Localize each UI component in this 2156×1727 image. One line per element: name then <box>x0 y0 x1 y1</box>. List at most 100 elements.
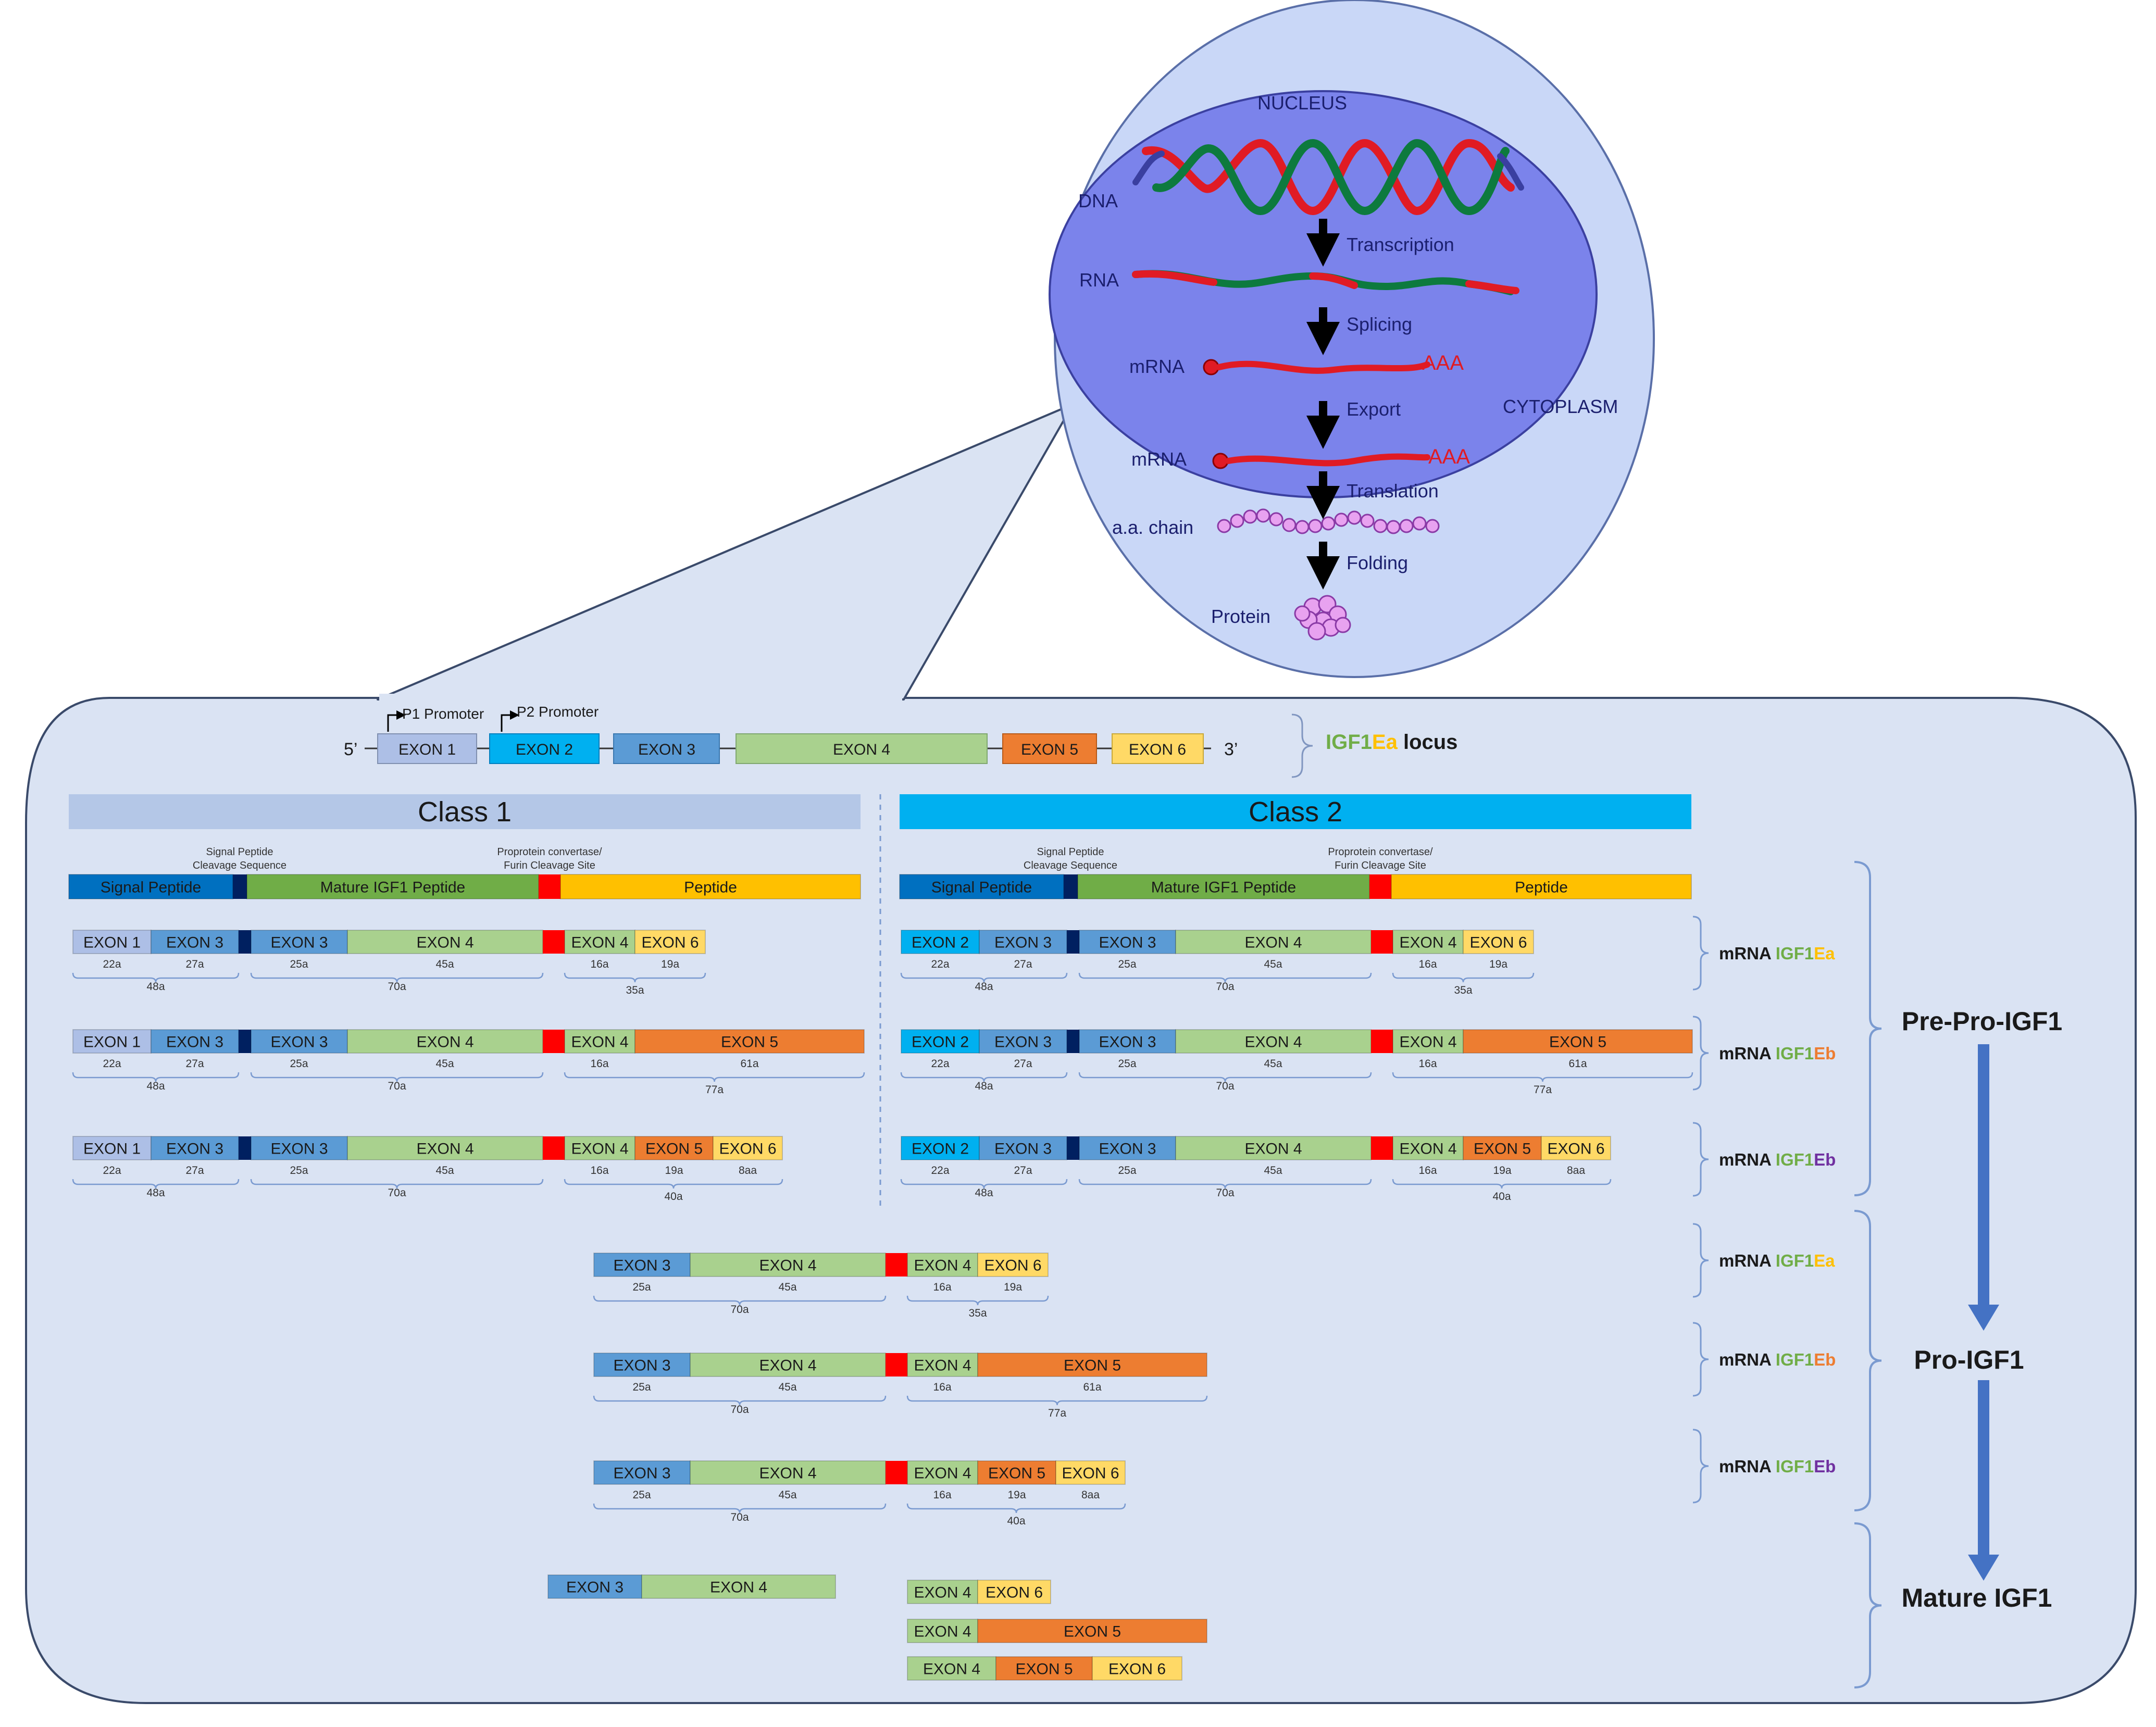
pro-row-2-brace-mature <box>593 1395 887 1406</box>
class2-row-1-exon3a <box>979 930 1067 954</box>
mature-tail-ec-exon6 <box>1092 1656 1182 1681</box>
mrna-label-5: mRNA IGF1Eb <box>1719 1350 1836 1369</box>
class1-row-3-exon3b-label: EXON 3 <box>270 1141 328 1158</box>
class1-signal-cleavage-note-1: Signal Peptide <box>206 846 273 858</box>
pro-row-1-size-exon3: 25a <box>632 1281 651 1293</box>
class1-row-1-total-signal: 48a <box>146 981 165 993</box>
class2-row-2-tail-0 <box>1463 1029 1693 1054</box>
class1-signal-cleavage-mark <box>233 874 247 899</box>
class1-row-3-tail-1 <box>713 1136 783 1160</box>
pro-row-3-total-mature: 70a <box>730 1511 749 1523</box>
step-transcription: Transcription <box>1347 234 1454 255</box>
five-prime: 5’ <box>344 740 357 759</box>
class1-row-1-exon4a-label: EXON 4 <box>416 934 473 952</box>
class1-signal-peptide-label: Signal Peptide <box>101 879 201 896</box>
class1-row-3-size-first: 22a <box>103 1165 121 1177</box>
mature-exon4 <box>641 1574 836 1599</box>
pro-row-2-tail-0-label: EXON 5 <box>1064 1357 1121 1374</box>
protein-blob <box>1294 595 1351 641</box>
locus-exon2 <box>489 733 600 764</box>
class1-row-1-size-exon3b: 25a <box>290 958 308 970</box>
class2-row-1-total-mature: 70a <box>1216 981 1234 993</box>
pro-row-2-exon4a-label: EXON 4 <box>759 1357 816 1374</box>
class1-row-1-total-tail: 35a <box>626 984 644 996</box>
class2-row-1-brace-mature <box>1078 972 1372 983</box>
class1-row-2-size-exon4b: 16a <box>590 1058 608 1070</box>
class2-row-2-cleavage-mark <box>1067 1030 1079 1053</box>
cell: NUCLEUS CYTOPLASM DNA RNA mRNA AAA mRNA … <box>1049 0 1655 678</box>
class2-row-3-size-exon4a: 45a <box>1264 1165 1282 1177</box>
pro-row-2-exon4a <box>690 1353 886 1377</box>
class2-row-3-size-exon3b: 25a <box>1118 1165 1136 1177</box>
class2-row-1-size-exon4a: 45a <box>1264 958 1282 970</box>
class2-row-3-total-tail: 40a <box>1492 1191 1511 1203</box>
mature-tail-ec-exon5-label: EXON 5 <box>1015 1661 1073 1678</box>
pro-row-3-exon4b <box>907 1460 978 1485</box>
class1-row-3-exon3a-label: EXON 3 <box>166 1141 223 1158</box>
class1-row-1-exon3a-label: EXON 3 <box>166 934 223 952</box>
mrna-strand-2 <box>1225 453 1430 467</box>
class1-row-3-total-mature: 70a <box>388 1187 406 1199</box>
class1-row-1-brace-mature <box>250 972 544 983</box>
mrna-label-4: mRNA IGF1Ea <box>1719 1251 1835 1270</box>
class2-row-3-brace-tail <box>1392 1179 1612 1189</box>
polya-2: AAA <box>1428 445 1470 468</box>
class1-row-3-exon3a <box>151 1136 239 1160</box>
step-folding: Folding <box>1347 552 1408 573</box>
class1-row-2-brace-mature <box>250 1072 544 1082</box>
igf1-locus: 5’ 3’ EXON 1 EXON 2 EXON 3 EXON 4 EXON 5… <box>344 704 1457 778</box>
class2-row-3-exon4b <box>1392 1136 1464 1160</box>
class1-row-1-tail-0-label: EXON 6 <box>641 934 699 952</box>
locus-exon2-label: EXON 2 <box>516 741 573 758</box>
class2-e-peptide <box>1391 874 1692 899</box>
class2-row-1-exon4a-label: EXON 4 <box>1244 934 1302 952</box>
class1-furin-note-1: Proprotein convertase/ <box>497 846 602 858</box>
mrna-label-1: mRNA <box>1129 356 1185 377</box>
class2-row-1-tail-0-label: EXON 6 <box>1469 934 1527 952</box>
mrna-label-6: mRNA IGF1Eb <box>1719 1457 1836 1476</box>
aa-label: a.a. chain <box>1112 517 1193 538</box>
class1-row-2-first-exon <box>72 1029 152 1054</box>
class2-row-2-first-exon <box>901 1029 980 1054</box>
class2-row-1-exon4b-label: EXON 4 <box>1399 934 1456 952</box>
class2-row-2-exon4b <box>1392 1029 1464 1054</box>
class2-row-1-exon3b <box>1079 930 1176 954</box>
class2-mature-peptide-label: Mature IGF1 Peptide <box>1151 879 1296 896</box>
pro-row-2-total-mature: 70a <box>730 1404 749 1416</box>
locus-exon6 <box>1112 733 1204 764</box>
class2-row-3-exon4a <box>1175 1136 1372 1160</box>
class2-row-2-exon4a <box>1175 1029 1372 1054</box>
mature-tail-ea-exon4-label: EXON 4 <box>914 1584 971 1601</box>
class2-row-1-exon3a-label: EXON 3 <box>994 934 1052 952</box>
class2-row-2-brace-mature <box>1078 1072 1372 1082</box>
three-prime: 3’ <box>1224 740 1238 759</box>
mature-tail-eb-exon4-label: EXON 4 <box>914 1623 971 1641</box>
mrna-brace-5 <box>1692 1322 1709 1397</box>
pro-row-1-brace-tail <box>906 1295 1049 1306</box>
class1-row-3-tail-0 <box>634 1136 714 1160</box>
mrna-label-2: mRNA <box>1131 448 1187 470</box>
mature-tail-eb-exon5-label: EXON 5 <box>1064 1623 1121 1641</box>
class1-row-2-furin-mark <box>543 1030 565 1053</box>
cytoplasm-label: CYTOPLASM <box>1503 396 1618 417</box>
mature-tail-ec-exon6-label: EXON 6 <box>1108 1661 1166 1678</box>
class2-row-1-total-tail: 35a <box>1454 984 1472 996</box>
mrna-brace-2 <box>1692 1016 1709 1091</box>
pro-row-2-tail-0 <box>977 1353 1207 1377</box>
class1-row-1-size-exon3a: 27a <box>185 958 204 970</box>
pro-row-3-size-exon3: 25a <box>632 1489 651 1501</box>
mature-tail-ec-exon5 <box>995 1656 1093 1681</box>
class1-row-3-size-tail-0: 19a <box>665 1165 683 1177</box>
class2-signal-peptide-label: Signal Peptide <box>931 879 1032 896</box>
mrna-label-2: mRNA IGF1Eb <box>1719 1044 1836 1063</box>
class2-row-2-brace-signal <box>900 1072 1068 1082</box>
class1-row-2-size-exon4a: 45a <box>435 1058 454 1070</box>
class2-signal-cleavage-mark <box>1064 874 1078 899</box>
mrna-strand-1 <box>1216 360 1430 374</box>
mature-tail-ea-exon4 <box>907 1580 978 1604</box>
class2-row-2-total-signal: 48a <box>975 1080 993 1092</box>
class1-row-2-size-exon3a: 27a <box>185 1058 204 1070</box>
pro-row-2-furin-mark <box>886 1353 907 1376</box>
class2-row-2-tail-0-label: EXON 5 <box>1549 1034 1606 1051</box>
nucleus-label: NUCLEUS <box>1257 92 1347 114</box>
